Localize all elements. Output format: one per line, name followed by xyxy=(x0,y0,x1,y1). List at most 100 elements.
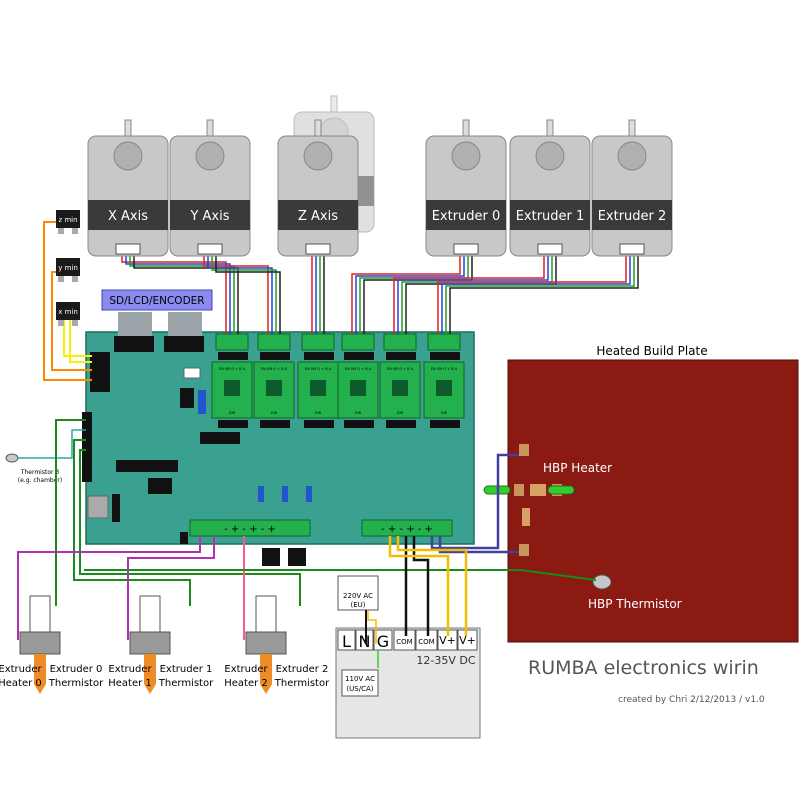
motor-label: Extruder 1 xyxy=(516,209,585,224)
psu-terminal-label: COM xyxy=(418,638,434,646)
psu-voltage-label: 12-35V DC xyxy=(416,654,475,667)
diagram-title: RUMBA electronics wirin xyxy=(528,657,759,679)
hotend-thermistor-sublabel: Thermistor xyxy=(48,678,104,689)
wire xyxy=(207,255,273,334)
endstop-label: y min xyxy=(58,264,78,272)
motor-label-band xyxy=(510,200,590,230)
endstops: z min y min x min xyxy=(56,210,80,326)
endstop-header xyxy=(90,352,110,392)
sd-lcd-encoder-label-box xyxy=(101,289,213,311)
driver-chip xyxy=(350,380,366,396)
endstop-body xyxy=(56,258,80,276)
mosfet-icon xyxy=(262,548,280,566)
motor-label-band xyxy=(88,200,168,230)
stepper-motor-4: Extruder 1 xyxy=(509,119,591,257)
endstop-body xyxy=(56,302,80,320)
heater-block xyxy=(19,631,61,655)
hotend-thermistor-sublabel: Thermistor xyxy=(158,678,214,689)
motor-terminal-block xyxy=(215,333,249,351)
wire xyxy=(211,255,277,334)
psu-terminal xyxy=(355,629,374,651)
driver-bottom-pin-labels: DIR xyxy=(397,411,404,415)
exp-header xyxy=(116,460,178,472)
wire xyxy=(396,536,468,636)
output-terminals: - + - + - + - + - + - + xyxy=(189,519,453,537)
motor-connector xyxy=(305,243,331,255)
endstop-label: x min xyxy=(58,308,78,316)
heated-build-plate: Heated Build Plate HBP Heater HBP Thermi… xyxy=(483,344,799,643)
driver-top-pin-labels: EN VM G + B A xyxy=(345,367,372,371)
stepper-motor-2: Z Axis xyxy=(277,119,359,257)
driver-bottom-pin-labels: DIR xyxy=(441,411,448,415)
nozzle-icon xyxy=(260,654,272,684)
hotend-heater-sublabel: Heater 2 xyxy=(224,678,268,689)
psu-terminal xyxy=(457,629,478,651)
hotend-barrel xyxy=(29,595,51,633)
psu-terminal xyxy=(393,629,416,651)
driver-header-top xyxy=(430,352,460,360)
hbp-heater-label: HBP Heater xyxy=(543,461,612,475)
driver-bottom-pin-labels: DIR xyxy=(271,411,278,415)
driver-chip xyxy=(392,380,408,396)
driver-header-top xyxy=(260,352,290,360)
hotend-heater-sublabel: Heater 1 xyxy=(108,678,152,689)
thermistor-3: Thermistor 3 (e.g. chamber) xyxy=(5,453,62,484)
motor-connector xyxy=(453,243,479,255)
wire xyxy=(121,255,227,334)
motor-label: Y Axis xyxy=(189,209,229,224)
usb-port-icon xyxy=(87,495,109,519)
motor-label-band xyxy=(170,200,250,230)
driver-chip xyxy=(310,380,326,396)
psu-terminal xyxy=(415,629,438,651)
thermistor-header xyxy=(82,412,92,482)
wire xyxy=(215,255,281,334)
hotend-heater-label: Extruder xyxy=(224,664,268,675)
driver-top-pin-labels: EN VM G + B A xyxy=(261,367,288,371)
wire xyxy=(43,221,92,381)
driver-chip xyxy=(266,380,282,396)
hotend-heater-label: Extruder xyxy=(108,664,152,675)
lcd-ribbon-left xyxy=(118,312,152,338)
credit-line: created by Chri 2/12/2013 / v1.0 xyxy=(618,695,765,705)
motor-connector xyxy=(197,243,223,255)
led-right-icon xyxy=(547,485,575,495)
wire xyxy=(18,429,86,459)
thermistor-3-label: Thermistor 3 xyxy=(20,469,60,476)
driver-header-top xyxy=(304,352,334,360)
wire xyxy=(367,610,377,644)
wire xyxy=(351,255,461,334)
stepper-motor-5: Extruder 2 xyxy=(591,119,673,257)
driver-top-pin-labels: EN VM G + B A xyxy=(219,367,246,371)
motor-terminal-block xyxy=(427,333,461,351)
endstop-1: y min xyxy=(56,258,80,282)
wire xyxy=(438,536,519,554)
wire xyxy=(17,536,201,640)
hbp-heater-terminal-top xyxy=(519,444,529,456)
driver-header-top xyxy=(344,352,374,360)
hbp-heater-terminal-bottom xyxy=(519,544,529,556)
wire xyxy=(55,419,86,606)
voltage-switch-us xyxy=(341,669,379,697)
psu-terminal xyxy=(373,629,393,651)
motor-label: Extruder 2 xyxy=(598,209,667,224)
wire xyxy=(203,255,269,334)
endstop-2: x min xyxy=(56,302,80,326)
wire xyxy=(79,449,301,606)
psu-terminal-label: COM xyxy=(396,638,412,646)
endstop-0: z min xyxy=(56,210,80,234)
aux-header xyxy=(200,432,240,444)
wire xyxy=(441,255,631,334)
hotend-heater-sublabel: Heater 0 xyxy=(0,678,42,689)
motor-connector xyxy=(115,243,141,255)
hbp-thermistor-icon xyxy=(592,574,612,590)
motor-label-band xyxy=(278,200,358,230)
switch-eu-line1: 220V AC xyxy=(343,592,373,600)
psu-terminal-label: L xyxy=(342,632,351,651)
